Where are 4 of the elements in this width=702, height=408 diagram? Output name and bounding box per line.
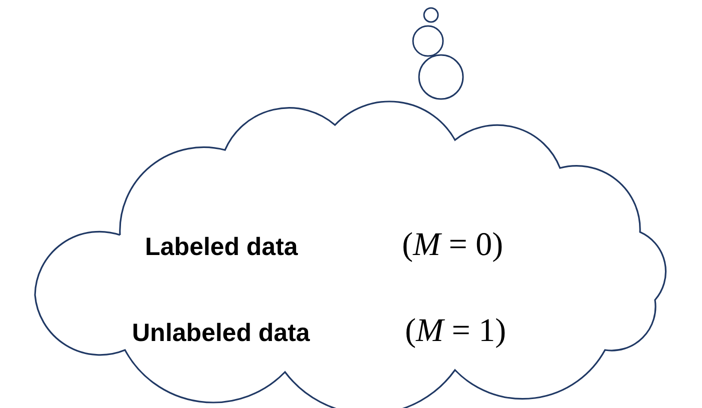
data-label: Labeled data bbox=[145, 235, 298, 260]
data-label: Unlabeled data bbox=[132, 321, 310, 346]
math-expression: (M = 1) bbox=[405, 315, 506, 348]
math-expression: (M = 0) bbox=[402, 229, 504, 262]
